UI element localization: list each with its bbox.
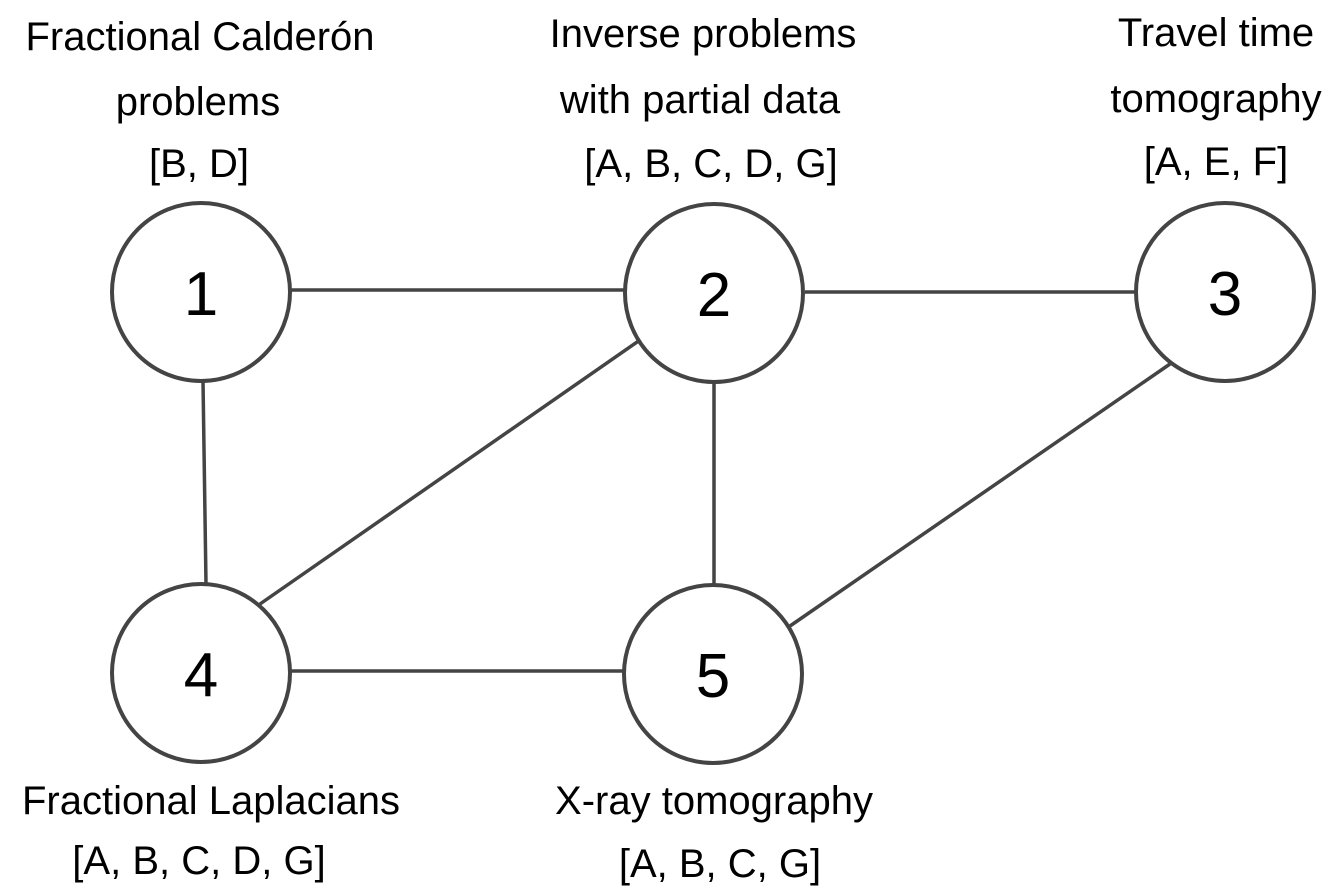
node-4-caption: Fractional Laplacians [A, B, C, D, G] <box>22 779 400 883</box>
node-1-caption-line-2: problems <box>116 80 281 124</box>
node-3-number: 3 <box>1208 260 1242 329</box>
node-3-circle <box>1134 201 1316 383</box>
node-4: 4 <box>110 582 292 764</box>
node-5-caption-line-1: X-ray tomography <box>555 779 873 823</box>
node-3-caption-line-1: Travel time <box>1118 11 1314 55</box>
node-5-caption-line-2: [A, B, C, G] <box>619 842 821 886</box>
node-2-circle <box>623 202 805 384</box>
node-3-caption-line-2: tomography <box>1110 77 1321 121</box>
node-3-caption-line-3: [A, E, F] <box>1144 140 1288 184</box>
node-4-caption-line-1: Fractional Laplacians <box>22 779 400 823</box>
node-2-caption-line-1: Inverse problems <box>550 12 857 56</box>
edge-1-4 <box>201 380 208 585</box>
node-1-circle <box>110 201 292 383</box>
edges-layer <box>201 288 1171 673</box>
node-4-circle <box>110 582 292 764</box>
node-5-circle <box>622 583 804 765</box>
edge-3-5 <box>789 362 1171 628</box>
node-1-number: 1 <box>184 260 218 329</box>
node-2-number: 2 <box>697 261 731 330</box>
node-2-caption-line-2: with partial data <box>559 78 841 122</box>
node-1-caption-line-3: [B, D] <box>149 142 249 186</box>
node-2-caption: Inverse problems with partial data [A, B… <box>550 12 857 186</box>
captions-layer: Fractional Calderón problems [B, D] Inve… <box>22 11 1322 886</box>
node-2: 2 <box>623 202 805 384</box>
node-5-caption: X-ray tomography [A, B, C, G] <box>555 779 873 886</box>
node-1-caption-line-1: Fractional Calderón <box>25 15 374 59</box>
edge-2-4 <box>259 338 641 606</box>
node-5: 5 <box>622 583 804 765</box>
node-2-caption-line-3: [A, B, C, D, G] <box>584 142 837 186</box>
node-4-caption-line-2: [A, B, C, D, G] <box>72 839 325 883</box>
node-1: 1 <box>110 201 292 383</box>
node-5-number: 5 <box>696 642 730 711</box>
node-3-caption: Travel time tomography [A, E, F] <box>1110 11 1321 184</box>
nodes-layer: 1 2 3 4 5 <box>110 201 1316 765</box>
node-4-number: 4 <box>184 641 218 710</box>
node-3: 3 <box>1134 201 1316 383</box>
node-1-caption: Fractional Calderón problems [B, D] <box>25 15 374 186</box>
